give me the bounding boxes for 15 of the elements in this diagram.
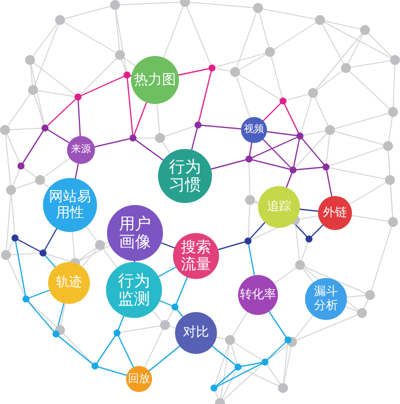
topic-circle: 搜索流量 bbox=[173, 233, 219, 279]
topic-circle: 来源 bbox=[67, 136, 95, 164]
topic-circle: 对比 bbox=[175, 312, 217, 354]
topic-circle: 用户画像 bbox=[107, 205, 163, 261]
topic-circle: 转化率 bbox=[238, 275, 278, 315]
topic-circle: 追踪 bbox=[258, 186, 300, 228]
topic-circle: 外链 bbox=[318, 196, 352, 230]
topic-circle: 行为监测 bbox=[106, 262, 162, 318]
topic-circle: 热力图 bbox=[131, 56, 179, 104]
topic-circle: 漏斗分析 bbox=[305, 278, 347, 320]
topic-circle: 回放 bbox=[126, 366, 152, 392]
topic-circle: 视频 bbox=[241, 117, 267, 143]
topic-circle: 网站易用性 bbox=[43, 178, 97, 232]
topic-circle: 轨迹 bbox=[48, 262, 90, 304]
topic-circle: 行为习惯 bbox=[158, 149, 212, 203]
